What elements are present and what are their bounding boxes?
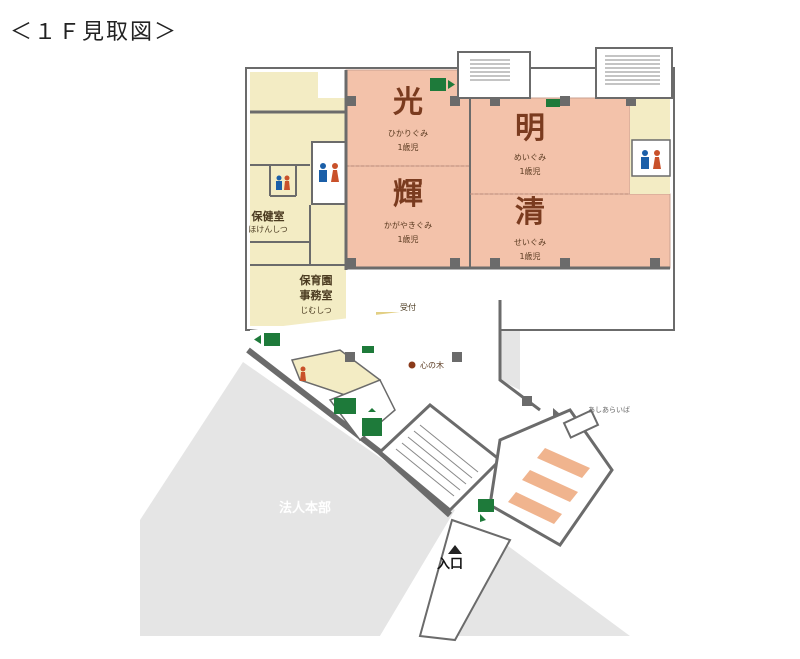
exit-sign-icon: [546, 99, 560, 107]
room-mei[interactable]: [469, 97, 631, 195]
room-hikari-age: 1歳児: [397, 142, 418, 152]
room-sei[interactable]: [469, 193, 671, 269]
entrance-hall: [488, 408, 614, 547]
room-hikari-kanji: 光: [393, 85, 423, 120]
page-title: ＜１Ｆ見取図＞: [10, 20, 179, 45]
outside-area-right: [420, 540, 630, 636]
room-mei-age: 1歳児: [519, 166, 540, 176]
office-reading: じむしつ: [300, 306, 332, 315]
restroom-icon: [334, 398, 356, 414]
health-room-label: 保健室: [251, 209, 285, 223]
headquarters-label: 法人本部: [279, 500, 331, 516]
room-kagayaki-kanji: 輝: [393, 177, 423, 212]
restroom-icon: [300, 366, 306, 381]
room-kagayaki-age: 1歳児: [397, 234, 418, 244]
office-label-2: 事務室: [300, 288, 333, 302]
office-top-room: [250, 72, 318, 98]
wheelchair-icon: [362, 418, 382, 436]
office-label-1: 保育園: [299, 273, 333, 287]
exit-sign-icon: [362, 346, 374, 353]
room-sei-reading: せいぐみ: [514, 238, 546, 247]
entrance-label: 入口: [437, 557, 463, 572]
room-sei-kanji: 清: [515, 195, 545, 230]
exit-sign-icon: [430, 78, 455, 91]
entrance-arrow-icon: [448, 545, 462, 554]
headquarters-building: [140, 362, 455, 636]
restroom-icon: [641, 150, 661, 169]
exit-sign-icon: [254, 333, 280, 346]
stairs-north-left: [457, 51, 531, 99]
room-kagayaki-reading: かがやきぐみ: [384, 220, 432, 230]
tree-marker-icon: [408, 361, 416, 369]
exit-sign-icon: [478, 499, 494, 522]
room-hikari-reading: ひかりぐみ: [388, 129, 428, 138]
elevator-icon: [368, 408, 376, 412]
health-room-reading: ほけんしつ: [248, 225, 288, 234]
footwash-label: あしあらいば: [588, 405, 630, 414]
room-sei-age: 1歳児: [519, 251, 540, 261]
restroom-icon: [319, 163, 339, 182]
restroom-icon: [276, 175, 290, 190]
reception-label: 受付: [400, 302, 416, 312]
office-wing: [250, 98, 346, 326]
tree-label: 心の木: [420, 360, 444, 370]
room-mei-kanji: 明: [515, 111, 545, 146]
room-mei-reading: めいぐみ: [514, 153, 546, 162]
